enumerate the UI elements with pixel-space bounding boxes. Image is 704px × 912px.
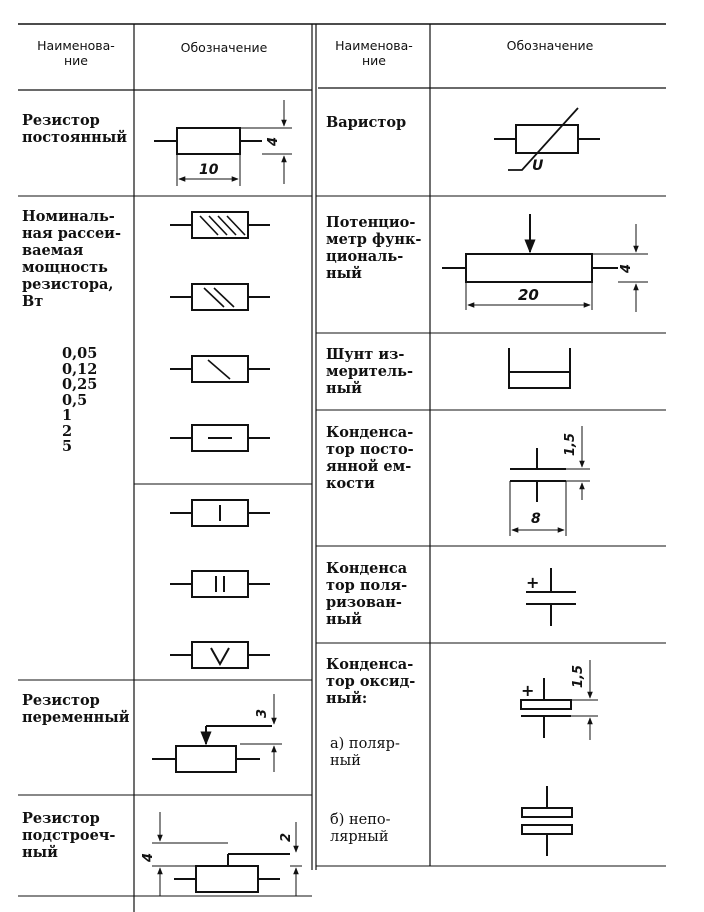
dim-variable-arrow: 3 (255, 709, 270, 718)
capacitor-oxide-polar-dimensions (571, 660, 598, 740)
trimmer-resistor-symbol (174, 853, 290, 893)
power-value: 1 (62, 407, 73, 424)
power-symbol-5w (170, 641, 270, 669)
label-capacitor-fixed: Конденса- тор посто- янной ем- кости (326, 424, 414, 492)
header-right-name: Наименова- ние (335, 38, 413, 68)
label-varistor: Варистор (326, 114, 407, 131)
label-potentiometer: Потенцио- метр функ- циональ- ный (326, 214, 422, 282)
fixed-resistor-symbol (154, 127, 262, 155)
capacitor-fixed-symbol (510, 448, 566, 502)
variable-resistor-dimensions (240, 694, 282, 772)
capacitor-fixed-dimensions (509, 426, 590, 536)
potentiometer-dimensions (465, 224, 648, 312)
power-value: 0,5 (62, 391, 88, 409)
power-symbol-1w (170, 499, 270, 527)
dim-capacitor-gap: 1,5 (563, 433, 578, 456)
fixed-resistor-dimensions (176, 100, 292, 186)
power-value: 0,25 (62, 376, 98, 393)
capacitor-oxide-nonpolar-symbol (521, 786, 573, 856)
capacitor-oxide-polar-symbol (520, 678, 572, 738)
label-fixed-resistor: Резистор постоянный (22, 112, 127, 146)
power-symbol-0-12w (170, 283, 270, 311)
dim-trimmer-offset: 2 (279, 833, 294, 842)
dim-potentiometer-width: 20 (518, 286, 539, 304)
dim-capacitor-width: 8 (531, 511, 541, 527)
varistor-letter: U (532, 158, 544, 174)
power-symbol-0-25w (170, 355, 270, 383)
header-left-symbol: Обозначение (180, 40, 268, 55)
label-oxide-polar: а) поляр- ный (330, 736, 400, 769)
label-capacitor-polarized: Конденса тор поля- ризован- ный (326, 560, 408, 628)
potentiometer-symbol (442, 214, 618, 283)
capacitor-polarized-plus: + (526, 573, 539, 592)
dim-fixed-width: 10 (199, 162, 219, 178)
label-oxide-nonpolar: б) непо- лярный (330, 812, 391, 845)
capacitor-polarized-symbol (526, 568, 576, 626)
dim-fixed-height: 4 (266, 137, 281, 147)
varistor-symbol (494, 107, 600, 171)
power-symbol-0-05w (170, 211, 270, 239)
label-trimmer-resistor: Резистор подстроеч- ный (22, 810, 116, 861)
power-value: 5 (62, 438, 73, 455)
shunt-symbol (508, 348, 571, 389)
label-shunt: Шунт из- меритель- ный (326, 346, 414, 397)
variable-resistor-symbol (152, 725, 272, 773)
trimmer-resistor-dimensions (152, 812, 302, 896)
power-symbol-0-5w (170, 424, 270, 452)
power-symbol-2w (170, 570, 270, 598)
power-values-list: 0,05 0,12 0,25 0,5 1 2 5 (62, 346, 97, 455)
power-value: 2 (62, 422, 73, 440)
dim-oxide-gap: 1,5 (571, 665, 586, 688)
header-right-symbol: Обозначение (506, 38, 594, 53)
dim-potentiometer-height: 4 (619, 264, 634, 274)
power-value: 0,05 (62, 345, 98, 362)
dim-trimmer-height: 4 (141, 853, 156, 863)
label-capacitor-oxide: Конденса- тор оксид- ный: (326, 656, 416, 707)
table-grid (18, 23, 666, 912)
capacitor-oxide-plus: + (521, 681, 534, 700)
label-power-rating: Номиналь- ная рассеи- ваемая мощность ре… (22, 208, 121, 310)
header-left-name: Наименова- ние (37, 38, 115, 68)
power-value: 0,12 (62, 360, 98, 378)
label-variable-resistor: Резистор переменный (22, 692, 130, 726)
